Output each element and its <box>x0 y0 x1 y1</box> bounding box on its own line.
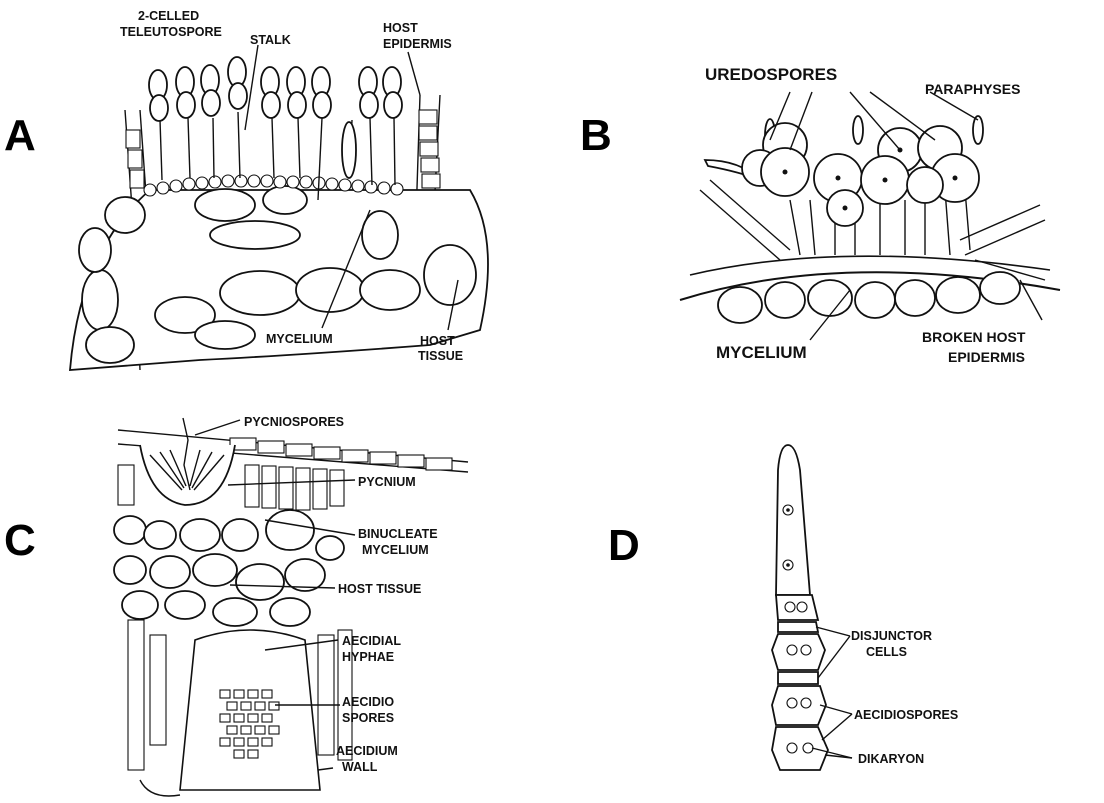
pycnium-drawing <box>140 418 235 505</box>
label-cells: CELLS <box>866 645 907 659</box>
label-host-epidermis-2: EPIDERMIS <box>383 37 452 51</box>
panel-c: C <box>4 415 468 796</box>
panel-letter-c: C <box>4 516 36 565</box>
label-dikaryon: DIKARYON <box>858 752 924 766</box>
label-mycelium-b: MYCELIUM <box>716 343 807 362</box>
label-aecidiospores: AECIDIOSPORES <box>854 708 958 722</box>
panel-letter-a: A <box>4 111 36 160</box>
label-mycelium-a: MYCELIUM <box>266 332 333 346</box>
spore-chain-drawing <box>772 445 828 770</box>
label-uredospores: UREDOSPORES <box>705 65 837 84</box>
label-paraphyses: PARAPHYSES <box>925 81 1020 97</box>
label-broken-epidermis: EPIDERMIS <box>948 349 1025 365</box>
panel-a: A <box>4 9 488 370</box>
panel-b: B <box>580 65 1060 365</box>
label-stalk: STALK <box>250 33 291 47</box>
label-disjunctor: DISJUNCTOR <box>851 629 932 643</box>
label-hyphae: HYPHAE <box>342 650 394 664</box>
panel-d: D DISJUNCTOR CELLS AEC <box>608 445 958 770</box>
label-aecidium: AECIDIUM <box>336 744 398 758</box>
label-broken-host: BROKEN HOST <box>922 329 1026 345</box>
host-tissue-c <box>114 465 344 626</box>
label-aecidial: AECIDIAL <box>342 634 401 648</box>
panel-letter-b: B <box>580 111 612 160</box>
label-aecidio: AECIDIO <box>342 695 394 709</box>
label-wall: WALL <box>342 760 378 774</box>
label-host-tissue-1: HOST <box>420 334 455 348</box>
label-binucleate-mycelium: MYCELIUM <box>362 543 429 557</box>
label-spores: SPORES <box>342 711 394 725</box>
label-pycnium: PYCNIUM <box>358 475 416 489</box>
label-pycniospores: PYCNIOSPORES <box>244 415 344 429</box>
label-binucleate: BINUCLEATE <box>358 527 438 541</box>
label-host-tissue-c: HOST TISSUE <box>338 582 421 596</box>
label-host-epidermis-1: HOST <box>383 21 418 35</box>
label-two-celled: 2-CELLED <box>138 9 199 23</box>
panel-letter-d: D <box>608 521 640 570</box>
label-host-tissue-2: TISSUE <box>418 349 463 363</box>
host-cells-b <box>718 272 1020 323</box>
label-teleutospore: TELEUTOSPORE <box>120 25 222 39</box>
